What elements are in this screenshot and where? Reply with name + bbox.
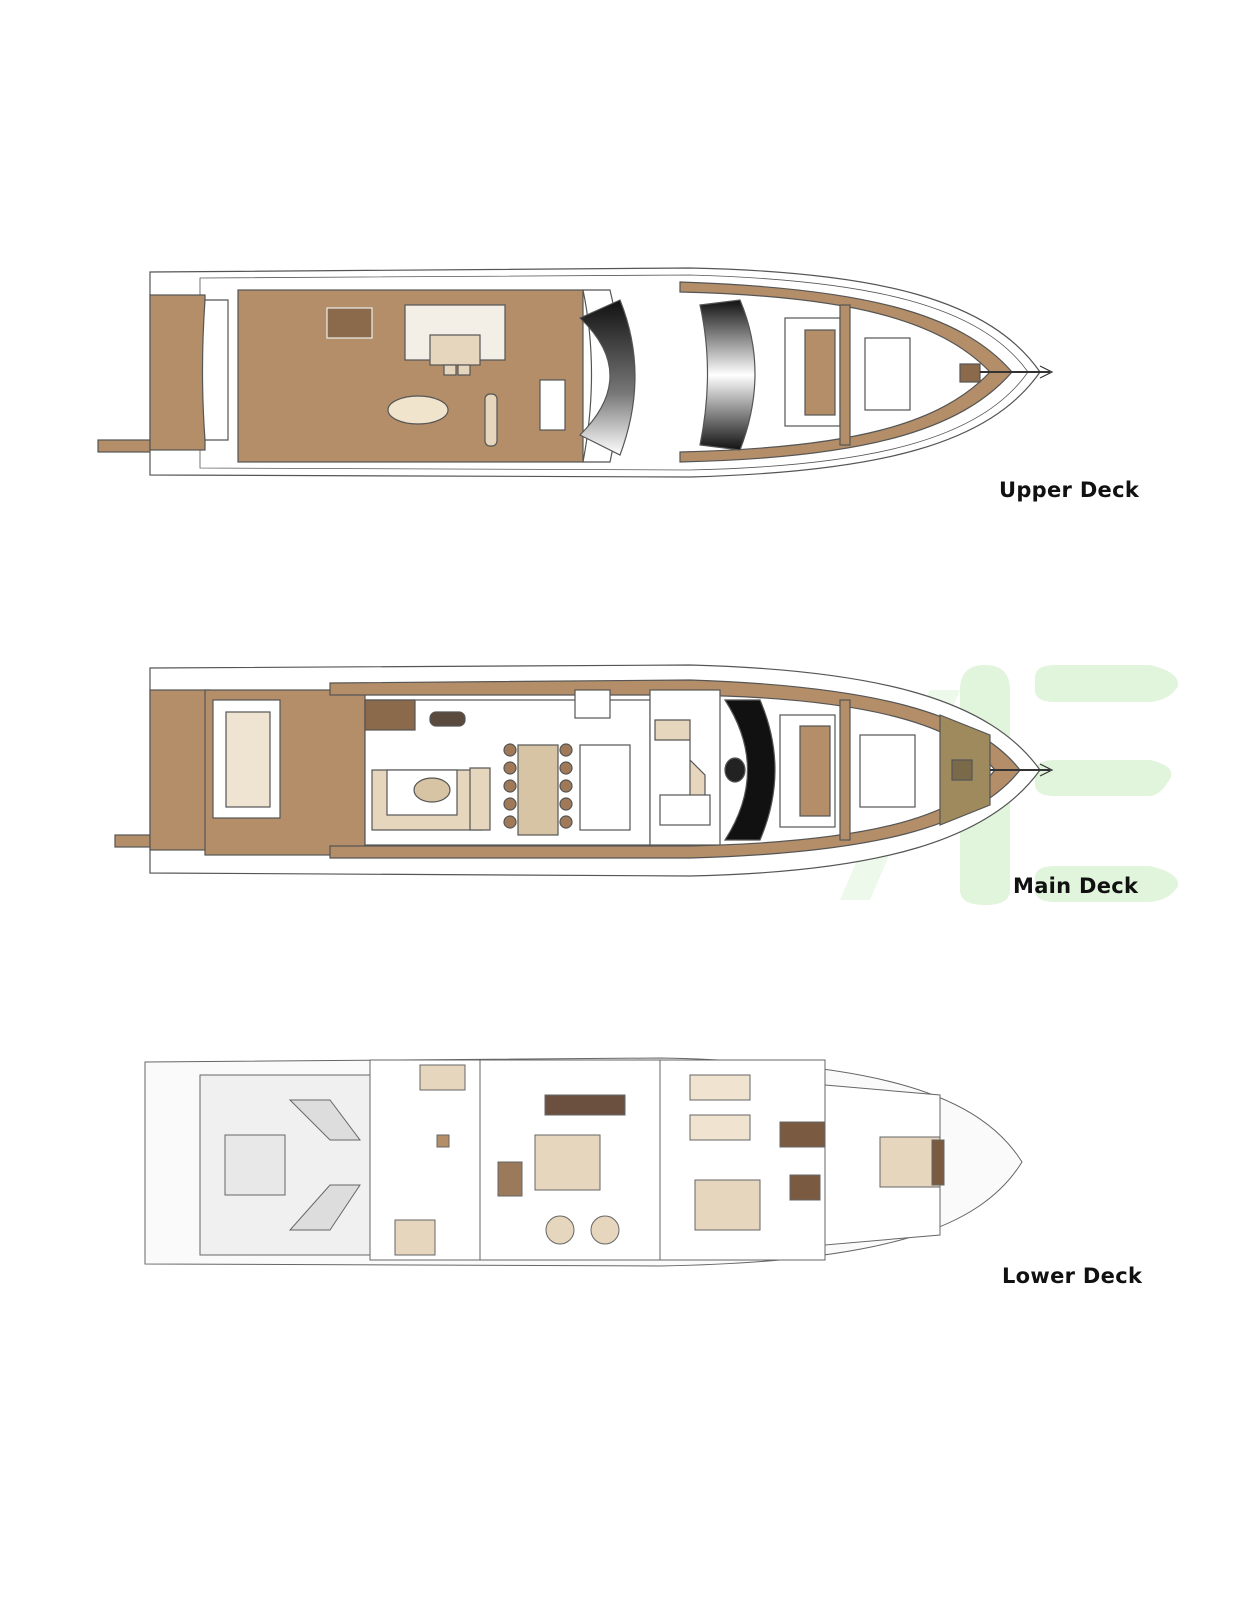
upper-deck-plan (97, 267, 1054, 478)
main-deck-plan (114, 664, 1054, 877)
lower-deck-plan (144, 1057, 1023, 1267)
lower-deck-label: Lower Deck (1002, 1264, 1143, 1288)
upper-deck-label: Upper Deck (999, 478, 1140, 502)
main-deck-label: Main Deck (1013, 874, 1139, 898)
